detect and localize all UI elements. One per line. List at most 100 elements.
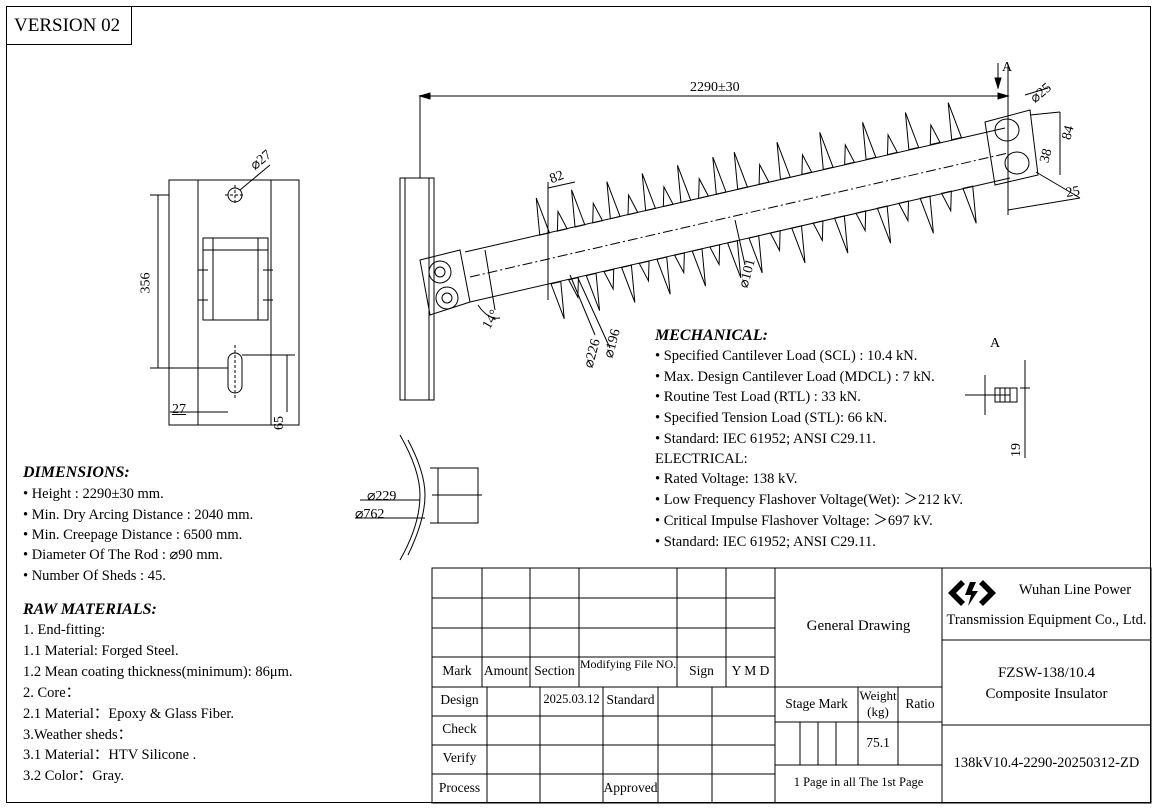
dim-356: 356 xyxy=(138,272,154,294)
tb-header-modifying-file: Modifying File NO. xyxy=(579,657,677,671)
material-item: 3.Weather sheds： xyxy=(23,727,133,743)
weather-shed xyxy=(691,248,706,287)
weather-shed xyxy=(550,281,565,319)
tb-row-process: Process xyxy=(438,780,481,795)
tb-ratio: Ratio xyxy=(905,696,935,711)
electrical-item: • Rated Voltage: 138 kV. xyxy=(655,471,798,487)
electrical-item: • Low Frequency Flashover Voltage(Wet): … xyxy=(655,492,963,508)
mechanical-item: • Specified Tension Load (STL): 66 kN. xyxy=(655,410,888,426)
weather-shed xyxy=(585,272,601,311)
tb-weight-label: Weight (kg) xyxy=(859,688,897,719)
weather-shed xyxy=(947,102,963,141)
shed-cross-section xyxy=(355,434,482,561)
tb-general-drawing: General Drawing xyxy=(806,618,911,634)
mechanical-item: • Standard: IEC 61952; ANSI C29.11. xyxy=(655,431,876,447)
dim-25: 25 xyxy=(1064,183,1082,202)
weather-shed xyxy=(886,133,898,156)
weather-shed xyxy=(673,252,685,275)
weather-shed xyxy=(833,215,849,254)
tb-company-line1: Wuhan Line Power xyxy=(1018,582,1132,598)
dim-229: ⌀229 xyxy=(367,489,397,504)
tb-header-mark: Mark xyxy=(442,663,472,678)
weather-shed xyxy=(776,142,791,180)
weather-shed xyxy=(929,123,941,146)
weather-shed xyxy=(862,122,877,161)
title-block-grid xyxy=(431,567,1152,804)
dim-762: ⌀762 xyxy=(355,507,385,522)
tb-weight-value: 75.1 xyxy=(866,735,890,750)
weather-shed xyxy=(791,225,806,264)
raw-materials-heading: RAW MATERIALS: xyxy=(23,601,157,618)
tb-model: FZSW-138/10.4 xyxy=(997,665,1096,681)
dimension-item: • Diameter Of The Rod : ⌀90 mm. xyxy=(23,547,223,563)
mechanical-item: • Specified Cantilever Load (SCL) : 10.4… xyxy=(655,348,918,364)
material-item: 1. End-fitting: xyxy=(23,622,106,638)
weather-shed xyxy=(712,156,727,195)
weather-shed xyxy=(627,193,639,216)
weather-shed xyxy=(726,240,742,279)
mechanical-item: • Max. Design Cantilever Load (MDCL) : 7… xyxy=(655,369,935,385)
weather-shed xyxy=(571,189,586,228)
weather-shed xyxy=(758,162,770,185)
dim-65: 65 xyxy=(272,416,287,430)
tb-company-line2: Transmission Equipment Co., Ltd. xyxy=(946,612,1147,628)
tb-drawing-number: 138kV10.4-2290-20250312-ZD xyxy=(953,755,1140,771)
mechanical-heading: MECHANICAL: xyxy=(655,327,768,344)
material-item: 3.1 Material：HTV Silicone . xyxy=(23,747,197,763)
tb-header-ymd: Y M D xyxy=(731,663,770,678)
weather-shed xyxy=(592,201,604,224)
dim-19: 19 xyxy=(1009,443,1024,457)
tb-pages: 1 Page in all The 1st Page xyxy=(793,775,924,789)
weather-shed xyxy=(603,268,615,291)
weather-shed xyxy=(748,235,763,274)
tb-row-design: Design xyxy=(440,692,479,707)
tb-product: Composite Insulator xyxy=(985,686,1108,702)
dim-27: 27 xyxy=(172,402,186,417)
tb-row-check: Check xyxy=(442,721,477,736)
weather-shed xyxy=(606,181,621,220)
dim-length: 2290±30 xyxy=(690,80,740,95)
view-a-detail xyxy=(965,360,1030,458)
electrical-item: • Critical Impulse Flashover Voltage: ＞6… xyxy=(655,513,933,529)
weather-shed xyxy=(662,184,674,208)
version-label: VERSION 02 xyxy=(6,6,132,45)
dimension-item: • Min. Creepage Distance : 6500 mm. xyxy=(23,527,243,543)
tb-design-standard: Standard xyxy=(606,692,655,707)
weather-shed xyxy=(709,244,721,267)
weather-shed xyxy=(898,200,910,223)
material-item: 2.1 Material：Epoxy & Glass Fiber. xyxy=(23,706,235,722)
tb-stage-mark: Stage Mark xyxy=(785,696,848,711)
weather-shed xyxy=(638,260,650,283)
weather-shed xyxy=(535,197,551,236)
end-plate-view xyxy=(150,164,300,426)
weather-shed xyxy=(819,132,834,171)
weather-shed xyxy=(940,190,952,213)
weather-shed xyxy=(676,165,692,204)
weather-shed xyxy=(844,142,856,166)
material-item: 3.2 Color：Gray. xyxy=(23,768,124,784)
weather-shed xyxy=(567,276,579,300)
mechanical-item: • Routine Test Load (RTL) : 33 kN. xyxy=(655,389,861,405)
weather-shed xyxy=(904,112,920,151)
weather-shed xyxy=(855,210,867,233)
weather-shed xyxy=(620,264,636,303)
weather-shed xyxy=(962,185,977,224)
weather-shed xyxy=(641,173,657,212)
dimension-item: • Min. Dry Arcing Distance : 2040 mm. xyxy=(23,507,254,523)
insulator-side-view xyxy=(399,63,1081,401)
tb-design-date: 2025.03.12 xyxy=(543,692,600,706)
dimensions-heading: DIMENSIONS: xyxy=(23,464,130,481)
material-item: 1.1 Material: Forged Steel. xyxy=(23,643,179,659)
weather-shed xyxy=(801,152,813,176)
weather-shed xyxy=(556,209,568,232)
electrical-item: • Standard: IEC 61952; ANSI C29.11. xyxy=(655,534,876,550)
weather-shed xyxy=(656,256,671,295)
electrical-heading: ELECTRICAL: xyxy=(655,451,748,467)
weather-shed xyxy=(919,195,934,234)
weather-shed xyxy=(876,205,892,244)
tb-header-amount: Amount xyxy=(483,663,529,678)
view-a-marker: A xyxy=(1002,60,1013,75)
weather-shed xyxy=(698,176,710,199)
view-a-label: A xyxy=(990,336,1001,351)
